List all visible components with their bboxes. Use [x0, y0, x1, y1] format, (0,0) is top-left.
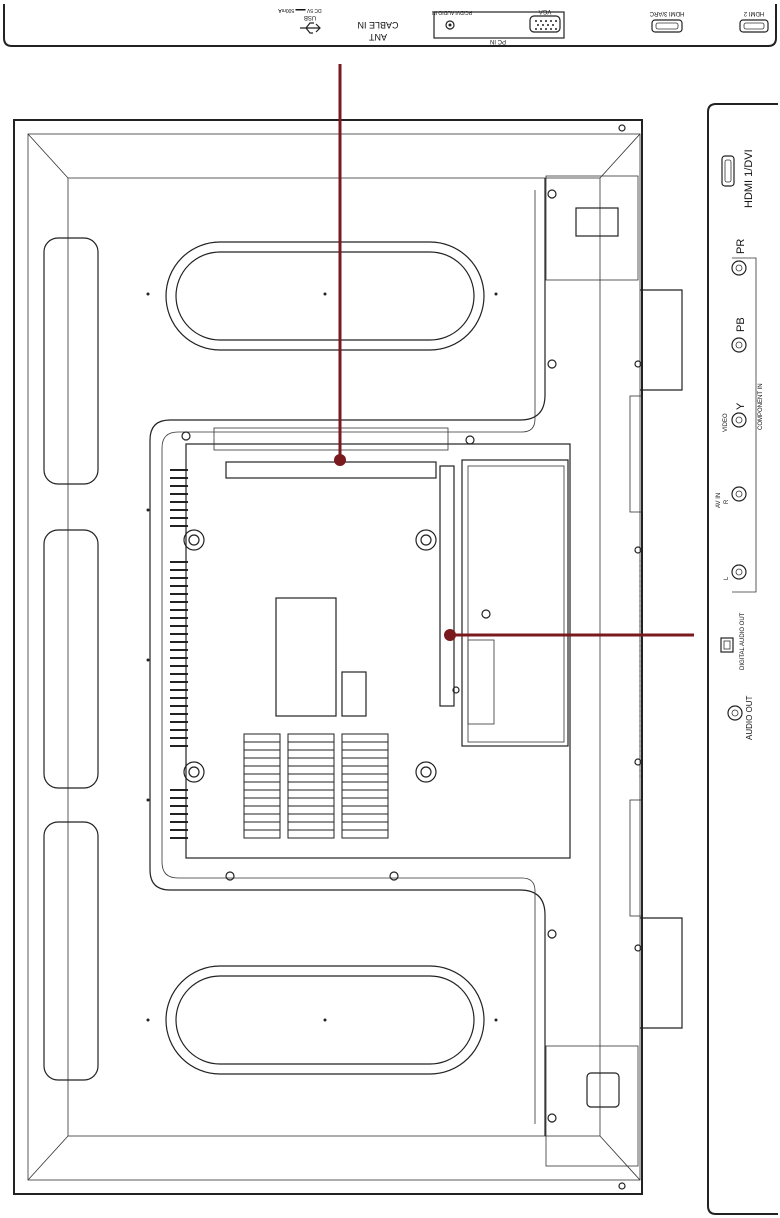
usb-port: USB DC 5V ▬▬ 500mA: [278, 7, 322, 33]
tv-back-body: [14, 120, 682, 1194]
hdmi2-label: HDMI 2: [743, 10, 764, 16]
hdmi2-port: HDMI 2: [740, 10, 768, 32]
ant-label: ANT: [368, 32, 387, 42]
dc-label: DC 5V ▬▬ 500mA: [278, 7, 322, 13]
usb-label: USB: [304, 14, 316, 20]
pb-jack: PB: [732, 317, 747, 352]
cable-in-label: CABLE IN: [357, 20, 398, 30]
pb-label: PB: [735, 317, 747, 332]
hdmi3-port: HDMI 3/ARC: [649, 10, 684, 32]
audio-out-label: AUDIO OUT: [745, 695, 754, 740]
small-screws: [182, 125, 641, 1189]
y-label: Y: [735, 402, 747, 410]
side-vents: [170, 470, 188, 838]
hdmi3-label: HDMI 3/ARC: [649, 10, 684, 16]
l-label: L: [724, 576, 730, 580]
top-callout-dot: [334, 454, 346, 466]
vent-grid: [244, 734, 388, 838]
vga-label: VGA: [539, 8, 552, 14]
pc-dvi-audio-label: PC/DVI AUDIO IN: [432, 9, 472, 15]
pr-jack: PR: [732, 239, 747, 275]
av-in-label: AV IN: [716, 493, 722, 508]
pin-dots: [147, 293, 498, 1022]
digital-audio-out-port: DIGITAL AUDIO OUT: [721, 612, 746, 670]
video-label: VIDEO: [723, 413, 729, 432]
av-l-jack: L: [724, 565, 746, 580]
side-connector-panel: HDMI 1/DVI PR PB Y VIDEO COMPONENT IN R …: [708, 104, 778, 1214]
component-in-label: COMPONENT IN: [758, 383, 764, 430]
vesa-screws: [184, 530, 436, 782]
hdmi1-port: HDMI 1/DVI: [722, 149, 755, 208]
audio-out-jack: AUDIO OUT: [728, 695, 754, 740]
av-r-jack: R AV IN: [716, 487, 746, 508]
side-callout-dot: [444, 629, 456, 641]
left-handles: [44, 238, 98, 1080]
y-video-jack: Y VIDEO COMPONENT IN: [723, 383, 764, 432]
pc-in-group: VGA PC IN PC/DVI AUDIO IN: [432, 8, 564, 44]
hdmi1-label: HDMI 1/DVI: [743, 149, 755, 208]
pc-in-label: PC IN: [490, 38, 506, 44]
top-oval: [166, 242, 484, 350]
pr-label: PR: [735, 239, 747, 254]
top-connector-panel: HDMI 2 HDMI 3/ARC VGA PC IN PC/DVI AUDIO…: [4, 4, 776, 46]
r-label: R: [724, 499, 730, 504]
digital-audio-out-label: DIGITAL AUDIO OUT: [740, 612, 746, 670]
